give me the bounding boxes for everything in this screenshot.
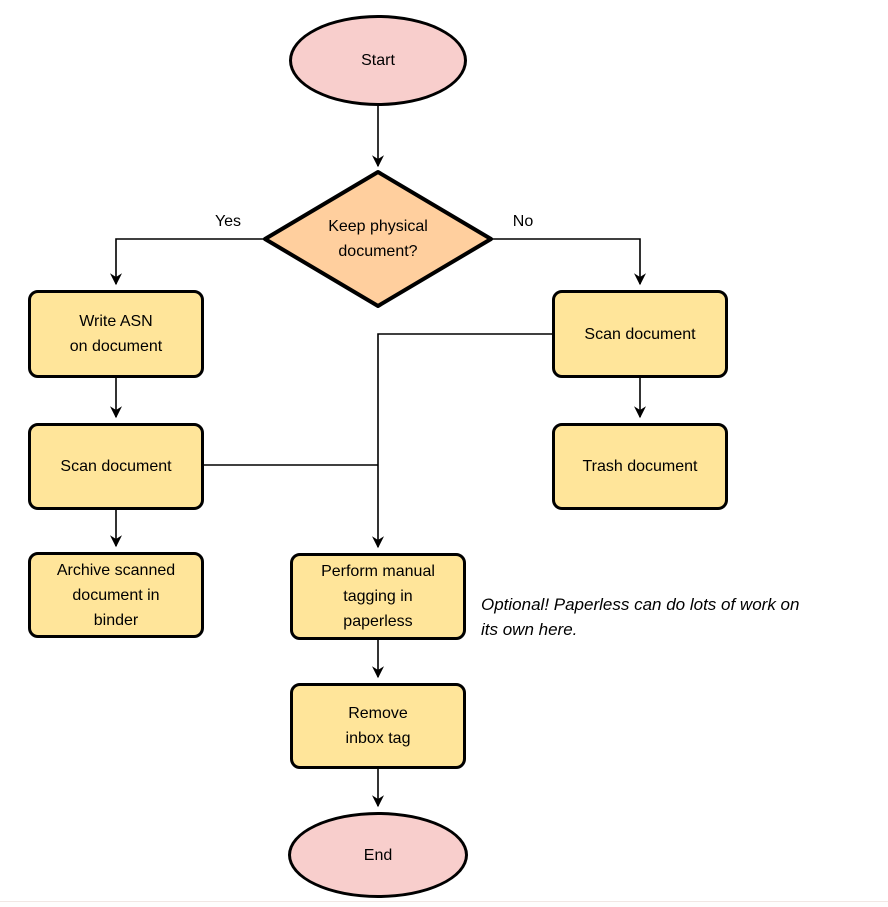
archive-node: Archive scanned document in binder: [28, 552, 204, 638]
optional-annotation: Optional! Paperless can do lots of work …: [481, 595, 800, 639]
scan-document-right-label: Scan document: [584, 325, 696, 343]
edge-scan-right-to-tagging: [372, 333, 552, 549]
decision-node-label: Keep physical document?: [328, 218, 428, 260]
trash-document-label: Trash document: [582, 458, 698, 475]
page-bottom-divider: [0, 901, 888, 907]
manual-tagging-label: Perform manual tagging in paperless: [321, 563, 435, 630]
edge-no-to-scan-document: [491, 238, 646, 286]
archive-node-label: Archive scanned document in binder: [56, 561, 176, 629]
scan-document-left-node: Scan document: [28, 423, 204, 510]
write-asn-node-label: Write ASN on document: [69, 313, 163, 355]
scan-document-left-label: Scan document: [60, 458, 172, 475]
end-node-label: End: [363, 846, 393, 864]
manual-tagging-node: Perform manual tagging in paperless: [290, 553, 466, 640]
scan-document-right-node: Scan document: [552, 290, 728, 378]
trash-document-node: Trash document: [552, 423, 728, 510]
start-node: Start: [289, 15, 467, 106]
remove-inbox-tag-node: Remove inbox tag: [290, 683, 466, 769]
edge-label-no: No: [509, 213, 537, 231]
start-node-label: Start: [361, 52, 395, 69]
end-node: End: [288, 812, 468, 898]
remove-inbox-tag-label: Remove inbox tag: [345, 705, 411, 747]
write-asn-node: Write ASN on document: [28, 290, 204, 378]
edge-yes-to-write-asn: [110, 238, 265, 286]
decision-diamond-shape: [263, 170, 493, 308]
edge-label-yes: Yes: [211, 213, 245, 231]
